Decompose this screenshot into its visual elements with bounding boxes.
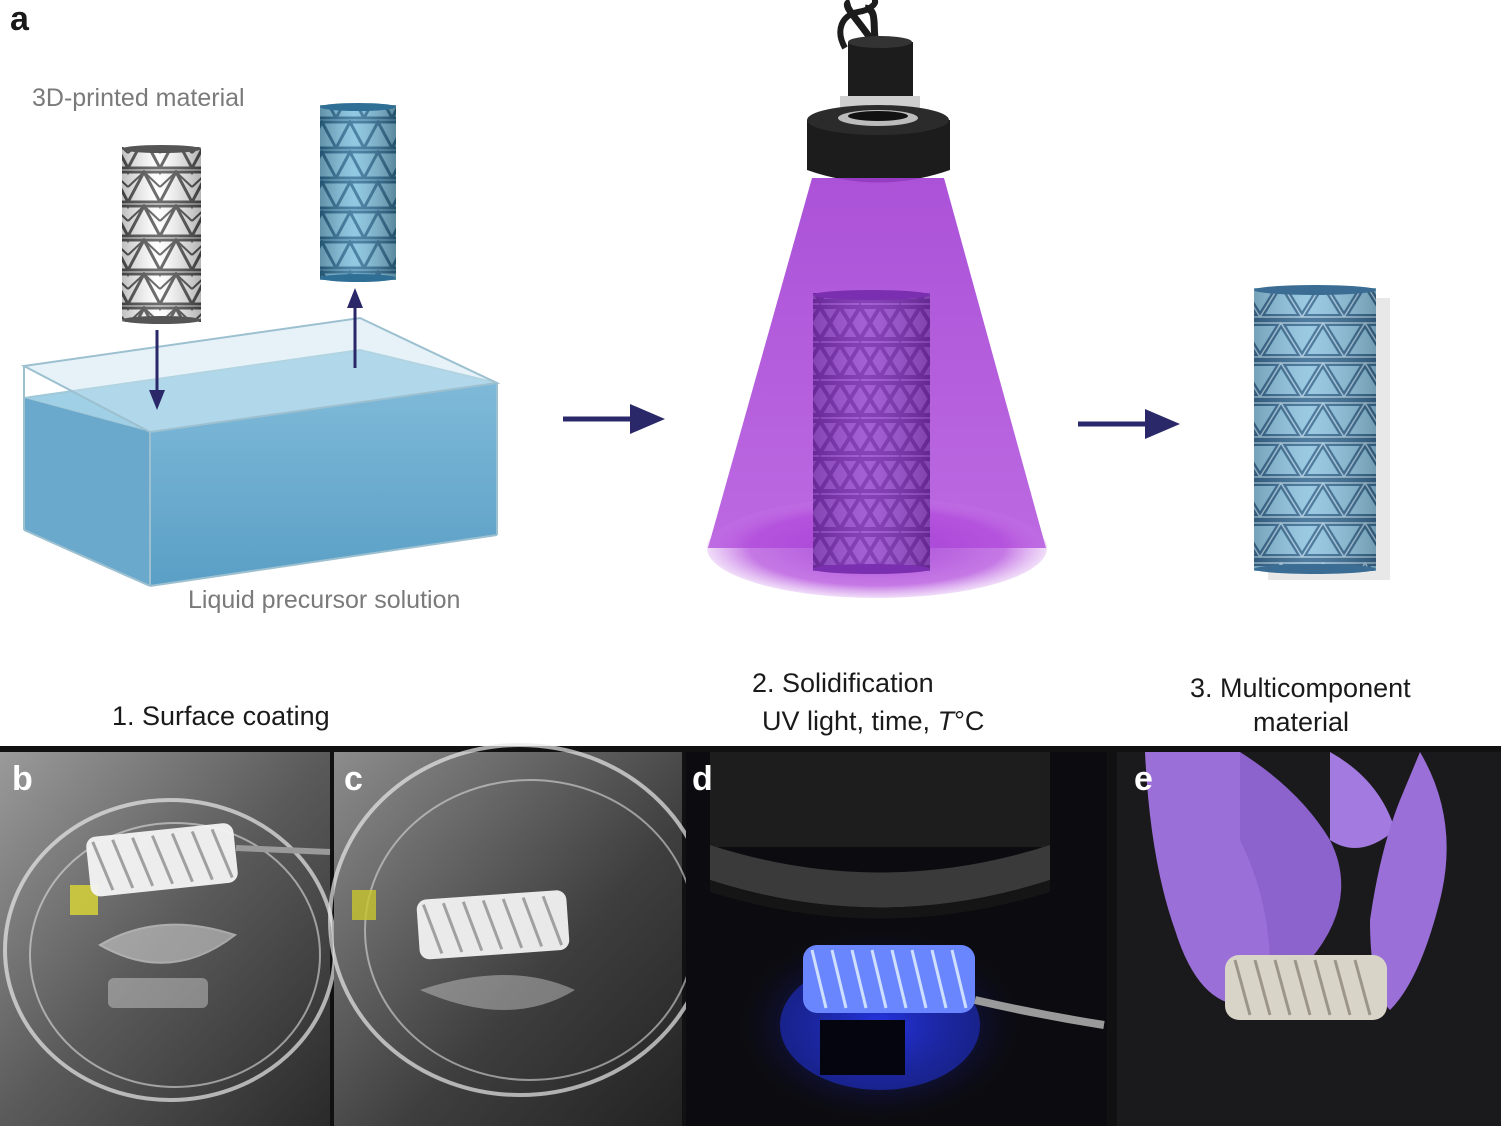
photo-e [1117,752,1501,1126]
temperature-symbol: T [937,706,955,736]
step2-label: 2. Solidification [752,668,934,698]
panel-letter-b: b [12,760,33,798]
photo-b [0,752,337,1126]
uncoated-lattice-cylinder [122,145,201,324]
photo-d [686,752,1107,1126]
degree-celsius: °C [954,706,985,736]
dip-arrow-down [149,330,165,410]
process-arrow-1 [563,404,665,434]
panel-letter-c: c [344,760,363,798]
process-arrow-2 [1078,409,1180,439]
coated-lattice-cylinder [320,103,396,282]
panel-letter-e: e [1134,760,1153,798]
step3-label-line2: material [1253,707,1350,737]
label-liquid-precursor: Liquid precursor solution [188,586,461,614]
liquid-tank [20,316,501,587]
photo-c [328,743,712,1126]
uv-lamp [807,0,950,183]
multicomponent-lattice-cylinder [1254,285,1390,580]
panel-letter-a: a [10,0,29,38]
label-3d-printed-material: 3D-printed material [32,84,245,112]
step1-label: 1. Surface coating [112,701,330,731]
panel-letter-d: d [692,760,713,798]
step2-conditions-text: UV light, time, [762,706,938,736]
curing-lattice-cylinder [813,290,930,574]
step2-conditions: UV light, time, T°C [762,706,984,737]
withdraw-arrow-up [347,288,363,368]
step3-label: 3. Multicomponent [1190,673,1411,703]
